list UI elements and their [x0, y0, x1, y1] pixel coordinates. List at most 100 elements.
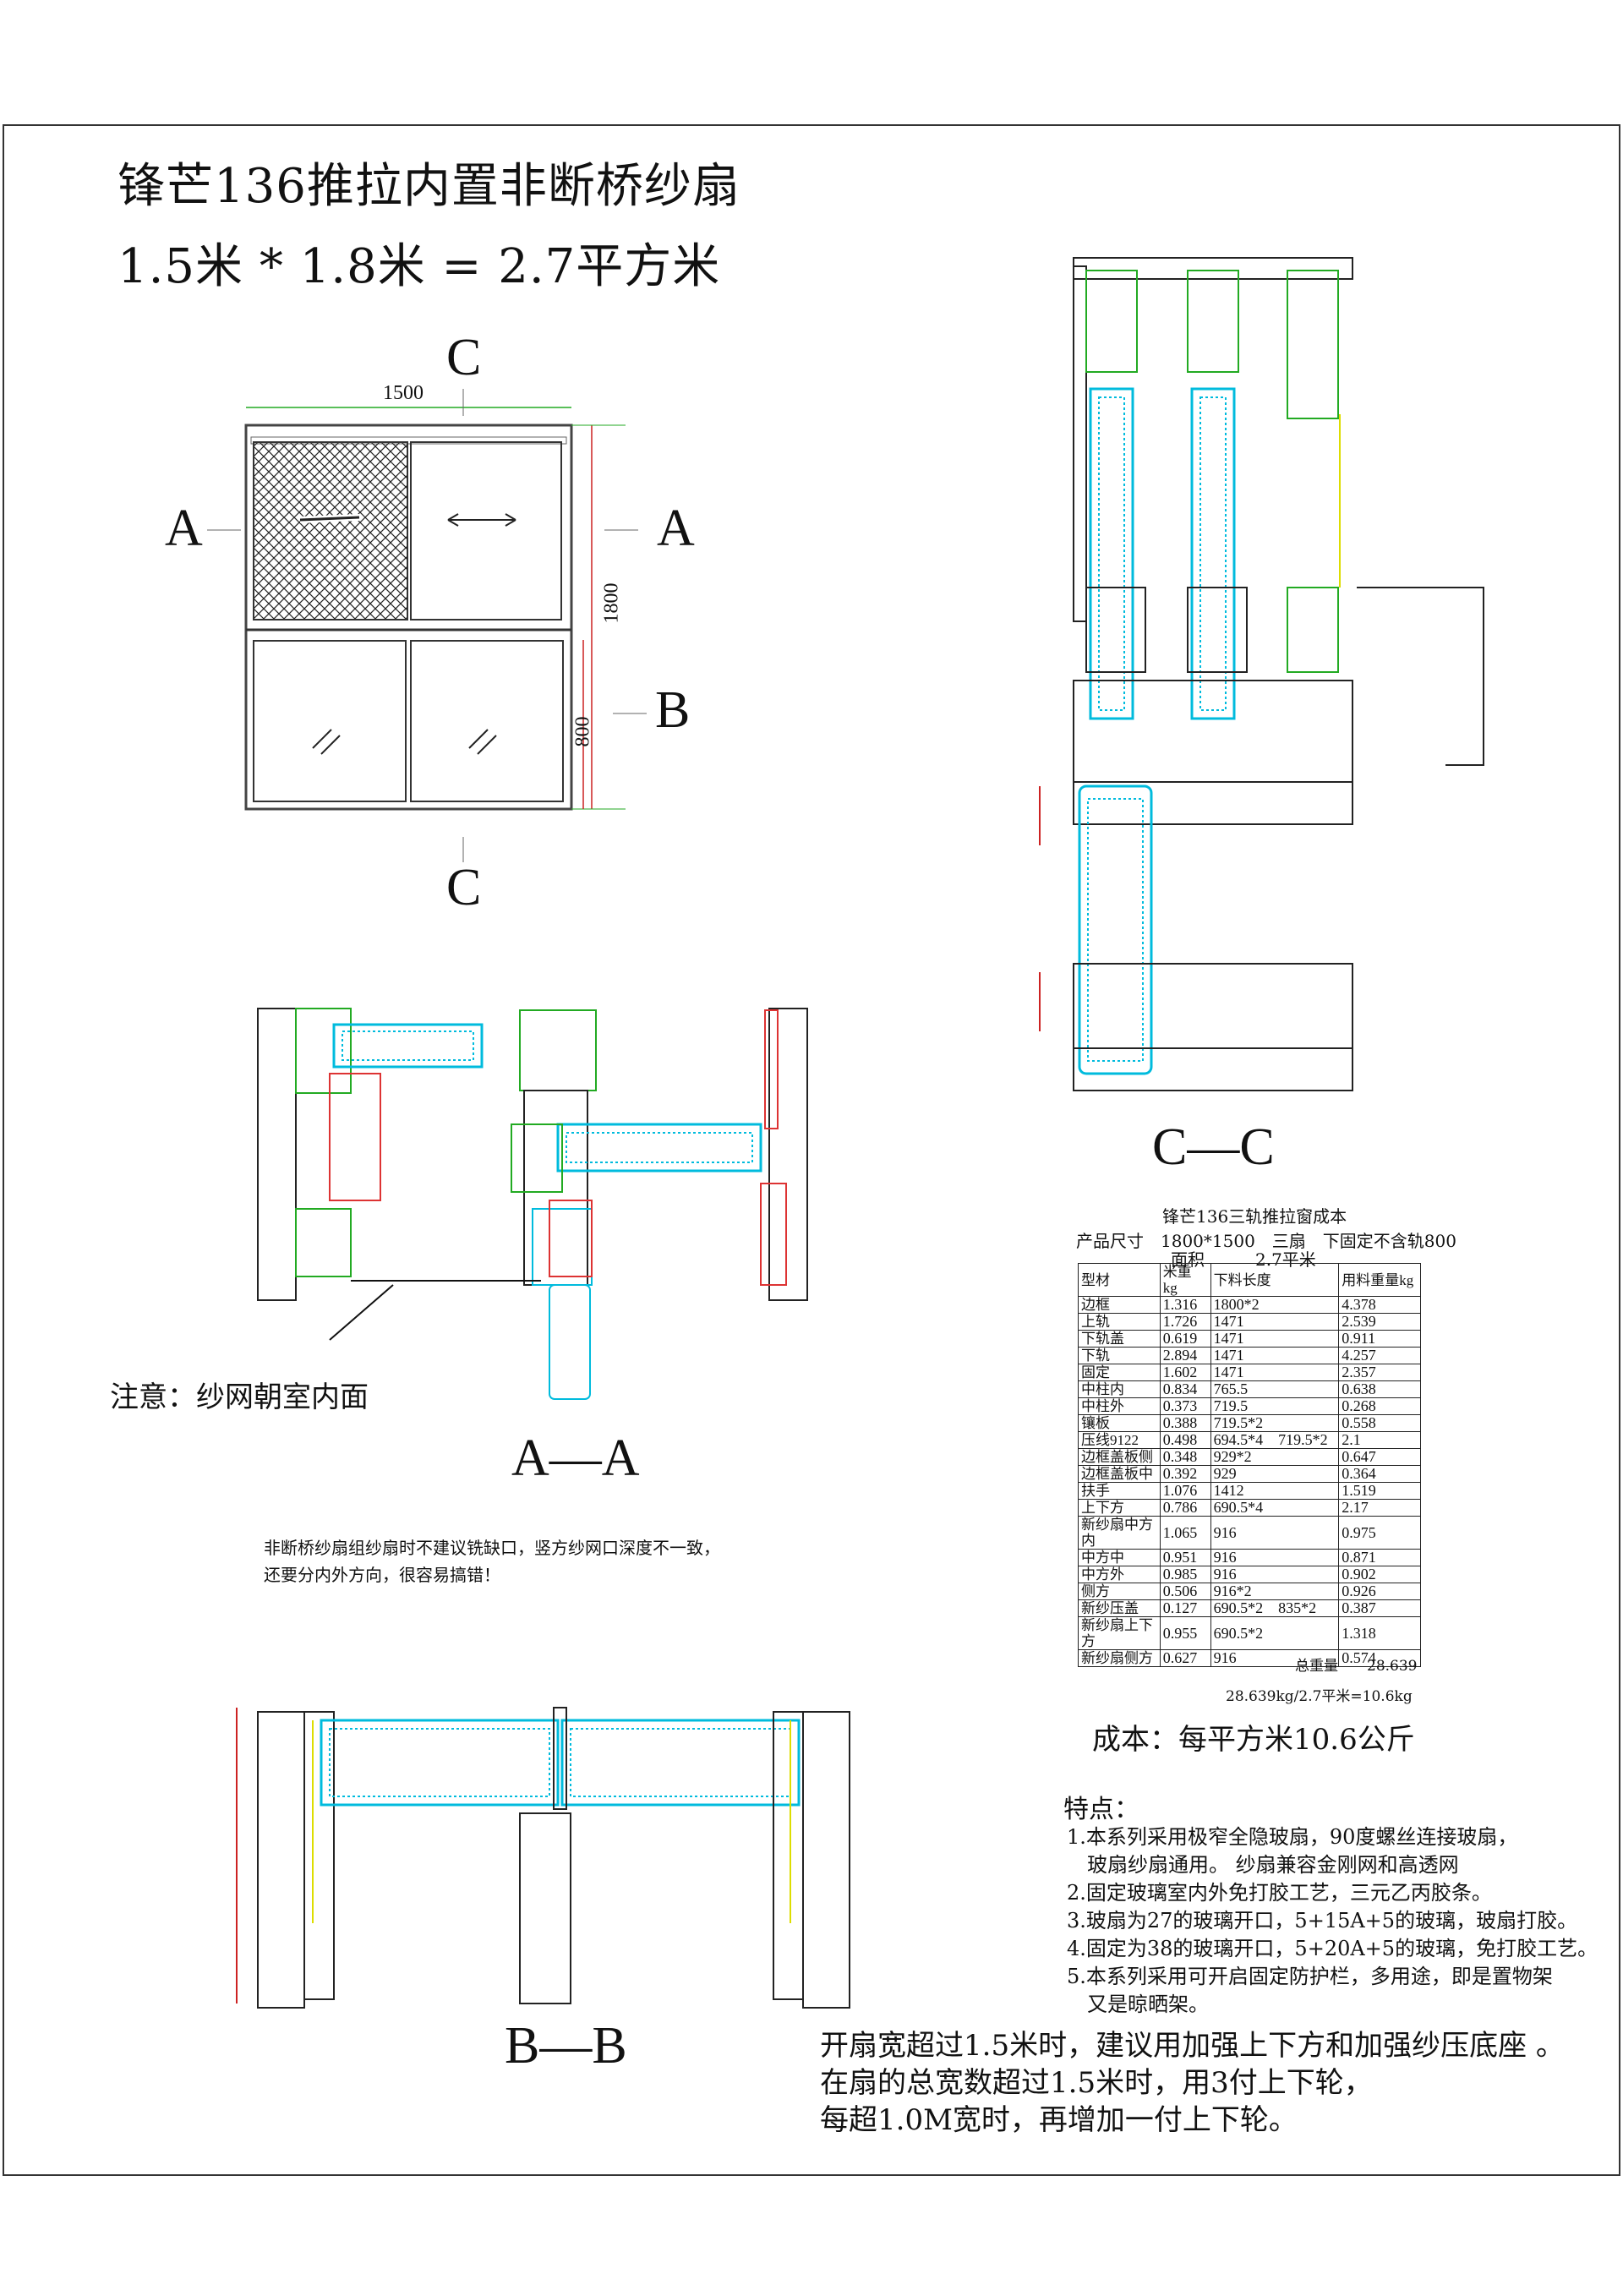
- table-cell: 916: [1210, 1549, 1340, 1566]
- section-cc-drawing: [1039, 257, 1484, 1091]
- table-cell: 0.627: [1159, 1649, 1211, 1667]
- table-cell: 0.926: [1338, 1583, 1421, 1600]
- section-bb-label: B—B: [505, 2017, 627, 2075]
- table-cell: 0.127: [1159, 1599, 1211, 1617]
- total-weight-label: 总重量: [1295, 1658, 1338, 1675]
- table-cell: 镶板: [1078, 1414, 1161, 1432]
- page-title: 锋芒136推拉内置非断桥纱扇: [117, 159, 740, 214]
- table-cell: 0.955: [1159, 1616, 1211, 1650]
- table-cell: 新纱扇上下方: [1078, 1616, 1161, 1650]
- warning-line: 非断桥纱扇组纱扇时不建议铣缺口，竖方纱网口深度不一致，: [264, 1538, 720, 1558]
- table-header-row: 型材 米重 kg 下料长度 用料重量kg: [1078, 1263, 1421, 1297]
- width-dimension: 1500: [383, 382, 424, 404]
- warning-note: 非断桥纱扇组纱扇时不建议铣缺口，竖方纱网口深度不一致， 还要分内外方向，很容易搞…: [264, 1534, 720, 1588]
- table-cell: 719.5*2: [1210, 1414, 1340, 1432]
- table-cell: 4.378: [1338, 1296, 1421, 1314]
- screen-orientation-note: 注意：纱网朝室内面: [110, 1380, 369, 1414]
- total-weight: 总重量 28.639: [1295, 1654, 1417, 1675]
- advice-line: 在扇的总宽数超过1.5米时，用3付上下轮，: [820, 2066, 1373, 2100]
- table-cell: 719.5: [1210, 1397, 1340, 1415]
- table-cell: 690.5*2 835*2: [1210, 1599, 1340, 1617]
- table-cell: 694.5*4 719.5*2: [1210, 1431, 1340, 1449]
- feature-item: 5.本系列采用可开启固定防护栏，多用途，即是置物架: [1067, 1965, 1553, 1988]
- table-cell: 1.065: [1159, 1516, 1211, 1550]
- table-cell: 0.387: [1338, 1599, 1421, 1617]
- table-cell: 916: [1210, 1566, 1340, 1583]
- weight-formula: 28.639kg/2.7平米=10.6kg: [1226, 1688, 1413, 1705]
- table-cell: 1471: [1210, 1347, 1340, 1364]
- feature-item: 又是晾晒架。: [1067, 1993, 1209, 2016]
- cost-summary: 成本：每平方米10.6公斤: [1092, 1723, 1415, 1757]
- table-cell: 0.786: [1159, 1499, 1211, 1517]
- table-cell: 中柱内: [1078, 1380, 1161, 1398]
- table-cell: 2.1: [1338, 1431, 1421, 1449]
- section-mark-c-bottom: C: [446, 859, 482, 916]
- table-cell: 2.539: [1338, 1313, 1421, 1331]
- table-cell: 0.498: [1159, 1431, 1211, 1449]
- table-cell: 边框盖板中: [1078, 1465, 1161, 1483]
- table-cell: 1412: [1210, 1482, 1340, 1500]
- total-weight-value: 28.639: [1367, 1658, 1418, 1675]
- table-cell: 1.726: [1159, 1313, 1211, 1331]
- table-cell: 1471: [1210, 1364, 1340, 1381]
- table-cell: 固定: [1078, 1364, 1161, 1381]
- table-cell: 765.5: [1210, 1380, 1340, 1398]
- table-cell: 下轨: [1078, 1347, 1161, 1364]
- table-cell: 2.17: [1338, 1499, 1421, 1517]
- table-cell: 1800*2: [1210, 1296, 1340, 1314]
- table-cell: 0.902: [1338, 1566, 1421, 1583]
- table-cell: 1.519: [1338, 1482, 1421, 1500]
- table-cell: 0.388: [1159, 1414, 1211, 1432]
- table-cell: 0.647: [1338, 1448, 1421, 1466]
- table-cell: 0.392: [1159, 1465, 1211, 1483]
- table-cell: 690.5*2: [1210, 1616, 1340, 1650]
- feature-item: 4.固定为38的玻璃开口，5+20A+5的玻璃，免打胶工艺。: [1067, 1937, 1598, 1960]
- table-cell: 2.894: [1159, 1347, 1211, 1364]
- table-cell: 1.316: [1159, 1296, 1211, 1314]
- table-cell: 新纱扇中方内: [1078, 1516, 1161, 1550]
- table-cell: 1.602: [1159, 1364, 1211, 1381]
- table-cell: 0.558: [1338, 1414, 1421, 1432]
- section-cc-label: C—C: [1152, 1118, 1275, 1176]
- table-cell: 中柱外: [1078, 1397, 1161, 1415]
- table-cell: 下轨盖: [1078, 1330, 1161, 1348]
- table-cell: 0.348: [1159, 1448, 1211, 1466]
- table-cell: 916*2: [1210, 1583, 1340, 1600]
- table-cell: 上下方: [1078, 1499, 1161, 1517]
- section-aa-label: A—A: [511, 1430, 640, 1487]
- header-cell: 下料长度: [1210, 1263, 1340, 1297]
- table-cell: 1471: [1210, 1330, 1340, 1348]
- drawing-border: [3, 124, 1620, 2176]
- table-cell: 0.871: [1338, 1549, 1421, 1566]
- table-cell: 690.5*4: [1210, 1499, 1340, 1517]
- section-mark-c-top: C: [446, 329, 482, 386]
- table-cell: 新纱压盖: [1078, 1599, 1161, 1617]
- table-cell: 0.834: [1159, 1380, 1211, 1398]
- table-cell: 0.911: [1338, 1330, 1421, 1348]
- table-cell: 边框: [1078, 1296, 1161, 1314]
- feature-item: 1.本系列采用极窄全隐玻扇，90度螺丝连接玻扇，: [1067, 1825, 1518, 1849]
- table-cell: 新纱扇侧方: [1078, 1649, 1161, 1667]
- table-cell: 边框盖板侧: [1078, 1448, 1161, 1466]
- table-cell: 4.257: [1338, 1347, 1421, 1364]
- header-cell: 米重 kg: [1159, 1263, 1211, 1297]
- advice-line: 每超1.0M宽时，再增加一付上下轮。: [820, 2103, 1298, 2137]
- table-cell: 1.076: [1159, 1482, 1211, 1500]
- table-cell: 上轨: [1078, 1313, 1161, 1331]
- feature-item: 2.固定玻璃室内外免打胶工艺，三元乙丙胶条。: [1067, 1881, 1492, 1905]
